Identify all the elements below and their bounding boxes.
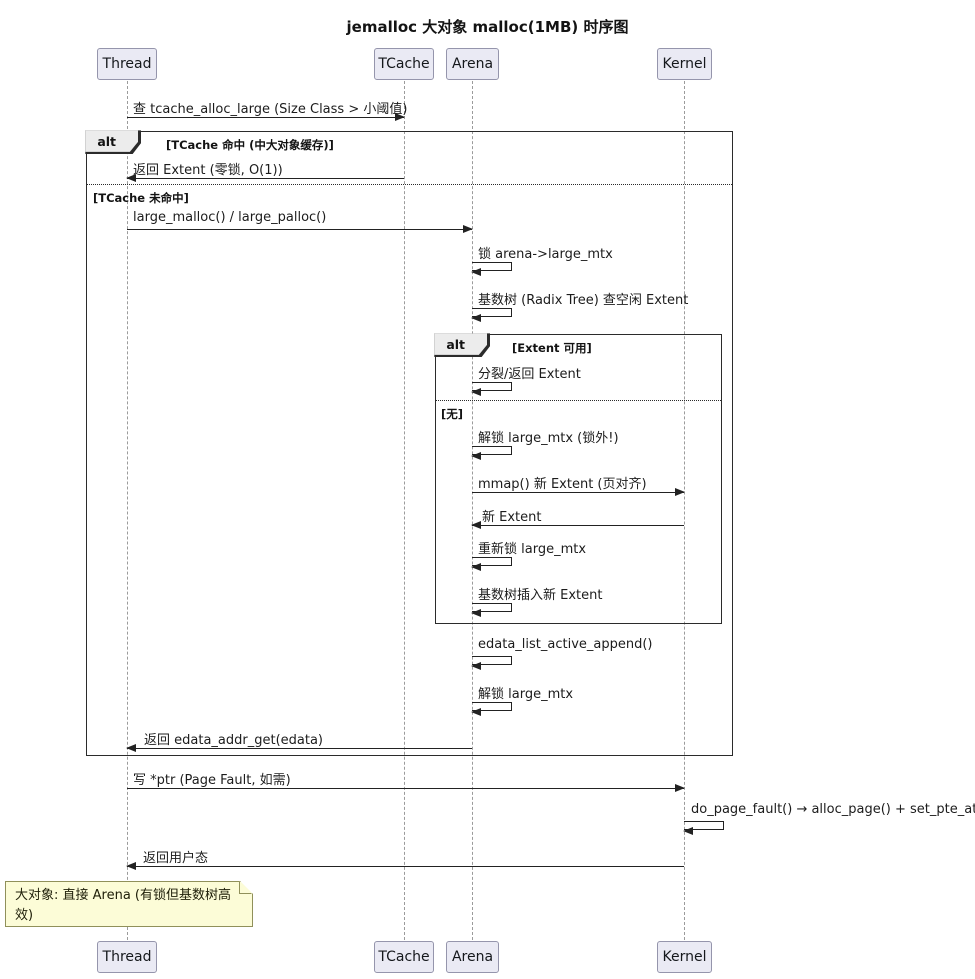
self-message-arrow [471,702,512,716]
self-message-arrow [471,557,512,571]
message-label: mmap() 新 Extent (页对齐) [478,477,647,492]
self-message-arrow [471,656,512,670]
diagram-title: jemalloc 大对象 malloc(1MB) 时序图 [346,18,629,36]
arrowhead [471,661,481,670]
message-label: 返回 Extent (零锁, O(1)) [133,163,283,178]
message-arrow [126,861,684,870]
note-line: 大对象: 直接 Arena (有锁但基数树高效) [15,888,232,924]
alt-keyword-label: alt [434,333,488,355]
message-arrow [472,487,685,496]
alt-condition-label: [Extent 可用] [512,341,592,355]
message-label: edata_list_active_append() [478,637,653,652]
arrowhead [395,112,405,121]
message-arrow [127,224,473,233]
lifeline-kernel [684,81,685,940]
alt-keyword-tag: alt [434,333,491,358]
message-label: 查 tcache_alloc_large (Size Class > 小阈值) [133,102,408,117]
message-label: 解锁 large_mtx [478,687,574,702]
lifeline-thread [127,81,128,940]
arrowhead [471,267,481,276]
actor-bottom-thread: Thread [97,941,157,973]
alt-frame-outer: alt [TCache 命中 (中大对象缓存)] [TCache 未命中] [85,130,733,756]
message-label: 返回 edata_addr_get(edata) [144,733,323,748]
arrowhead [675,487,685,496]
actor-top-tcache: TCache [374,48,434,80]
actor-top-kernel: Kernel [657,48,712,80]
arrowhead [471,313,481,322]
arrowhead [471,451,481,460]
self-message-arrow [683,821,724,835]
message-label: do_page_fault() → alloc_page() + set_pte… [691,802,975,817]
message-label: 锁 arena->large_mtx [478,247,613,262]
alt-divider [436,400,721,401]
arrowhead [683,826,693,835]
self-message-arrow [471,603,512,617]
alt-section-label: [无] [441,407,464,421]
message-label: large_malloc() / large_palloc() [133,210,327,225]
self-message-arrow [471,446,512,460]
actor-bottom-kernel: Kernel [657,941,712,973]
arrowhead [126,861,136,870]
message-arrow [127,783,685,792]
alt-condition-label: [TCache 命中 (中大对象缓存)] [166,138,334,152]
arrowhead [471,520,481,529]
lifeline-arena [472,81,473,940]
message-label: 基数树插入新 Extent [478,588,603,603]
actor-bottom-tcache: TCache [374,941,434,973]
arrowhead [471,707,481,716]
message-label: 重新锁 large_mtx [478,542,587,557]
actor-bottom-arena: Arena [446,941,499,973]
self-message-arrow [471,382,512,396]
message-arrow [126,743,472,752]
alt-keyword-tag: alt [85,130,142,155]
arrowhead [471,387,481,396]
note: 大对象: 直接 Arena (有锁但基数树高效) 无批量, Coalesce o… [5,881,253,927]
message-label: 分裂/返回 Extent [478,367,581,382]
actor-top-thread: Thread [97,48,157,80]
message-label: 解锁 large_mtx (锁外!) [478,431,619,446]
arrowhead [471,562,481,571]
alt-divider [87,184,732,185]
alt-section-label: [TCache 未命中] [93,191,189,205]
arrowhead [463,224,473,233]
arrowhead [126,743,136,752]
arrowhead [126,173,136,182]
message-label: 写 *ptr (Page Fault, 如需) [133,773,291,788]
message-arrow [127,112,405,121]
arrowhead [675,783,685,792]
alt-keyword-label: alt [85,130,139,152]
alt-frame-inner: alt [Extent 可用] [无] [434,333,722,624]
message-label: 新 Extent [482,510,542,525]
lifeline-tcache [404,81,405,940]
self-message-arrow [471,308,512,322]
message-arrow [126,173,404,182]
message-arrow [471,520,684,529]
self-message-arrow [471,262,512,276]
actor-top-arena: Arena [446,48,499,80]
message-label: 返回用户态 [143,851,209,866]
message-label: 基数树 (Radix Tree) 查空闲 Extent [478,293,689,308]
arrowhead [471,608,481,617]
